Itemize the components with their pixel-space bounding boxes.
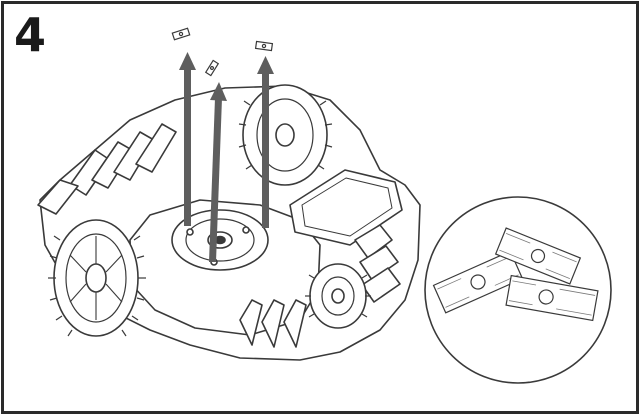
removal-arrows <box>179 52 274 262</box>
removal-arrow-right-shaft <box>262 72 269 228</box>
floating-blades <box>171 27 274 77</box>
removal-arrow-right-head <box>257 56 274 74</box>
chassis-fins-top <box>69 123 177 196</box>
detail-blade-2 <box>494 227 582 285</box>
front-bumper <box>37 179 79 215</box>
blade-right <box>254 40 274 52</box>
removal-arrow-middle-shaft <box>209 98 222 262</box>
front-caster-wheel <box>305 263 371 329</box>
blade-detail-callout <box>424 196 612 384</box>
battery-cover-inner <box>301 177 393 237</box>
removal-arrow-left-head <box>179 52 196 70</box>
blade-disc <box>171 209 269 271</box>
removal-arrow-middle-head <box>210 82 227 101</box>
blade-left <box>171 27 191 41</box>
rear-left-wheel <box>48 219 146 337</box>
blade-middle <box>204 59 220 77</box>
chassis-fins-bottom <box>239 299 307 348</box>
step-number: 4 <box>14 8 47 62</box>
removal-arrow-left-shaft <box>184 68 191 226</box>
detail-blade-3 <box>505 274 599 322</box>
